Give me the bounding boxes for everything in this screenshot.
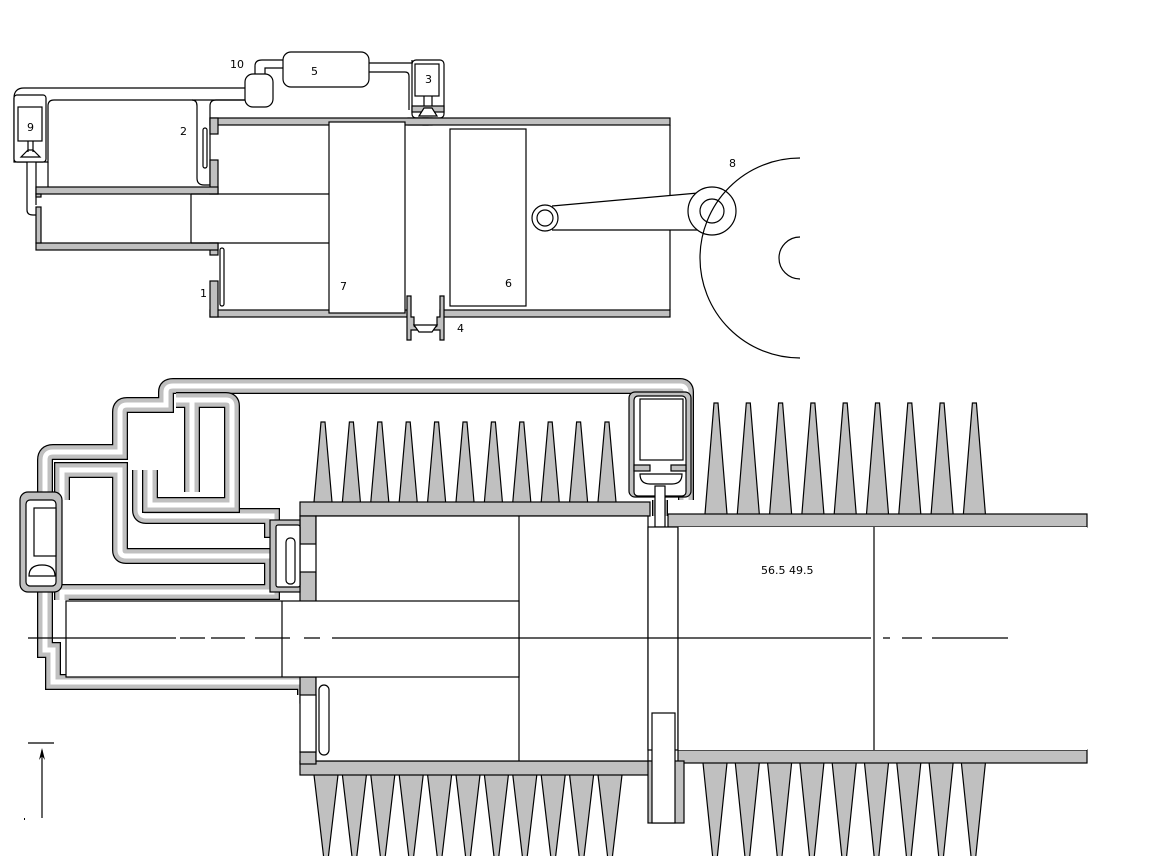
pipe-bore: [137, 470, 305, 533]
cooling-fin-top-left: [455, 421, 475, 504]
cooling-fin-top-right: [768, 402, 793, 516]
top-diagram: 10 5 3 9 2 8 1 7 6 4: [13, 51, 801, 359]
cooling-fin-bottom-right: [896, 761, 922, 856]
tank-5: [282, 51, 370, 88]
valve-4: [406, 295, 445, 341]
left-valve: [19, 491, 63, 593]
cooling-fin-bottom-left: [483, 773, 509, 856]
cooling-fin-top-left: [512, 421, 532, 504]
port-flap-lower: [318, 684, 330, 756]
cooling-fin-bottom-left: [512, 773, 538, 856]
piston-rod: [65, 600, 520, 678]
cooling-fin-bottom-right: [799, 761, 825, 856]
top-right-wall: [667, 513, 1088, 528]
dimension-text: 56.5 49.5: [761, 564, 813, 577]
label-9: 9: [27, 121, 34, 134]
bottom-right-wall: [677, 749, 1088, 764]
valve-3: [407, 59, 445, 126]
right-valve: [628, 391, 692, 528]
cooling-fin-top-left: [483, 421, 503, 504]
chamber-10: [244, 73, 274, 108]
cooling-fin-bottom-right: [863, 761, 890, 856]
cooling-fin-top-left: [540, 421, 560, 504]
small-cylinder: [35, 186, 330, 251]
cooling-fin-bottom-right: [766, 761, 793, 856]
cooling-fin-top-left: [313, 421, 333, 504]
cooling-fin-bottom-left: [540, 773, 566, 856]
connecting-rod: [531, 186, 737, 236]
cooling-fin-bottom-left: [398, 773, 424, 856]
cooling-fin-bottom-left: [455, 773, 481, 856]
cooling-fin-top-right: [962, 402, 987, 516]
cooling-fin-bottom-left: [427, 773, 453, 856]
valve-9: [13, 94, 47, 163]
cooling-fin-bottom-right: [831, 761, 857, 856]
cooling-fin-top-right: [865, 402, 890, 516]
cooling-fin-top-right: [801, 402, 825, 516]
pipe-outline: [54, 462, 280, 600]
label-4: 4: [457, 322, 464, 335]
cooling-fin-top-right: [930, 402, 954, 516]
cooling-fin-bottom-right: [960, 761, 987, 856]
cooling-fin-top-left: [370, 421, 390, 504]
cooling-fin-top-left: [398, 421, 418, 504]
label-6: 6: [505, 277, 512, 290]
cooling-fin-top-right: [833, 402, 857, 516]
bottom-left-wall: [299, 760, 651, 776]
cooling-fin-top-left: [568, 421, 589, 504]
label-2: 2: [180, 125, 187, 138]
cooling-fin-bottom-left: [341, 773, 367, 856]
label-5: 5: [311, 65, 318, 78]
cooling-fin-bottom-right: [734, 761, 760, 856]
cooling-fin-top-left: [341, 421, 361, 504]
flywheel-8: [699, 157, 801, 359]
pipe-wall: [55, 463, 279, 600]
cooling-fin-bottom-right: [702, 761, 728, 856]
port-flap-upper: [285, 537, 296, 585]
cooling-fin-bottom-right: [928, 761, 954, 856]
top-labels: 10 5 3 9 2 8 1 7 6 4: [27, 58, 736, 335]
direction-arrow-icon: [24, 742, 54, 820]
pipe-bore: [147, 397, 235, 508]
port-1-flap: [219, 247, 225, 307]
label-8: 8: [729, 157, 736, 170]
cooling-fin-top-right: [736, 402, 760, 516]
cooling-fin-bottom-left: [313, 773, 339, 856]
cooling-fin-bottom-left: [597, 773, 623, 856]
main-cylinder: [202, 117, 671, 318]
label-10: 10: [230, 58, 244, 71]
label-1: 1: [200, 287, 207, 300]
cooling-fin-top-right: [898, 402, 922, 516]
cooling-fin-top-right: [704, 402, 728, 516]
bottom-diagram: 56.5 49.5: [19, 378, 1088, 856]
pipe-bore: [42, 383, 689, 500]
cooling-fin-bottom-left: [370, 773, 396, 856]
piston-6: [449, 128, 527, 307]
piston-7: [328, 121, 406, 314]
label-3: 3: [425, 73, 432, 86]
cooling-fin-bottom-left: [568, 773, 595, 856]
top-left-wall: [299, 501, 651, 517]
cooling-fin-top-left: [597, 421, 617, 504]
pipe-bore: [59, 467, 275, 600]
label-7: 7: [340, 280, 347, 293]
port-2-flap: [202, 127, 208, 169]
cooling-fin-top-left: [427, 421, 447, 504]
rod-block: [651, 712, 676, 824]
